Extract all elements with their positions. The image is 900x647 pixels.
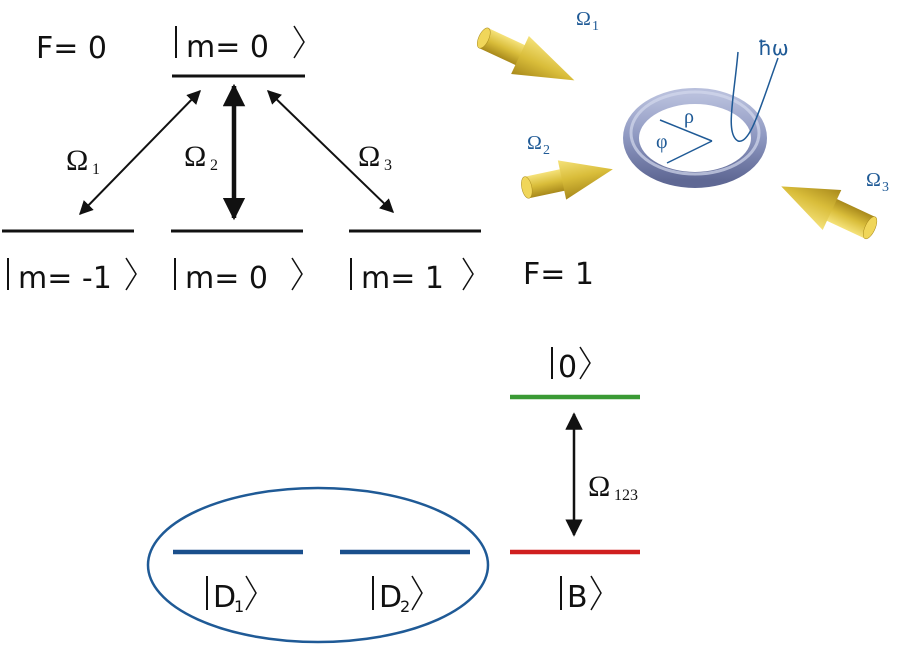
svg-text:Ω: Ω <box>66 144 88 177</box>
ket-dark-2: D 2 <box>372 575 423 616</box>
rho-line-2 <box>666 140 713 164</box>
ket-dark-2-text: D <box>379 580 402 615</box>
svg-text:2: 2 <box>210 157 218 174</box>
omega3-beam-label: Ω 3 <box>866 169 889 195</box>
omega1-label: Ω 1 <box>66 144 100 178</box>
hbar-omega-label: ħω <box>758 36 789 60</box>
ket-bright-text: B <box>567 580 588 615</box>
laser-beam-3 <box>781 186 878 240</box>
ket-zero: 0 <box>551 346 591 385</box>
svg-text:1: 1 <box>92 161 100 178</box>
bottom-level-scheme: 0 B D 1 D 2 Ω 123 <box>146 346 640 644</box>
rho-line-1 <box>659 119 713 142</box>
svg-text:2: 2 <box>400 597 410 616</box>
laser-beam-1 <box>477 27 575 81</box>
svg-text:3: 3 <box>384 157 392 174</box>
dark-states-ellipse <box>146 486 490 644</box>
omega2-label: Ω 2 <box>184 140 218 174</box>
transition-arrow-omega1 <box>79 89 201 216</box>
ket-lower-right: m= 1 <box>350 257 474 296</box>
svg-text:Ω: Ω <box>588 470 610 503</box>
transition-arrow-omega3 <box>266 90 395 213</box>
ket-lower-mid-text: m= 0 <box>185 261 268 296</box>
ket-lower-left: m= -1 <box>7 257 137 296</box>
omega3-label: Ω 3 <box>358 140 392 174</box>
ring-torus <box>623 88 767 188</box>
ket-upper: m= 0 <box>175 25 305 65</box>
ket-zero-text: 0 <box>558 350 577 385</box>
svg-text:Ω: Ω <box>866 169 881 191</box>
ket-dark-1-text: D <box>213 580 236 615</box>
ring-trap-setup: ρ φ ħω Ω 1 Ω 2 <box>477 8 889 240</box>
f-lower-label: F= 1 <box>523 257 594 292</box>
top-level-scheme: F= 0 m= 0 m= -1 m= 0 m= 1 F= 1 <box>2 25 594 296</box>
svg-text:Ω: Ω <box>576 8 591 30</box>
svg-text:3: 3 <box>882 180 889 195</box>
svg-text:2: 2 <box>543 143 550 158</box>
potential-curve <box>730 51 779 142</box>
svg-text:Ω: Ω <box>184 140 206 173</box>
laser-beam-2 <box>521 160 613 200</box>
ket-bright: B <box>560 575 602 615</box>
ket-lower-mid: m= 0 <box>174 257 303 296</box>
ket-dark-1: D 1 <box>206 575 257 616</box>
svg-text:1: 1 <box>592 19 599 34</box>
omega2-beam-label: Ω 2 <box>527 132 550 158</box>
svg-text:Ω: Ω <box>358 140 380 173</box>
omega1-beam-label: Ω 1 <box>576 8 599 34</box>
phi-label: φ <box>656 131 668 153</box>
svg-text:Ω: Ω <box>527 132 542 154</box>
ket-lower-right-text: m= 1 <box>361 261 444 296</box>
omega123-label: Ω 123 <box>588 470 638 504</box>
f-upper-label: F= 0 <box>36 31 107 66</box>
svg-text:123: 123 <box>614 487 638 504</box>
ket-lower-left-text: m= -1 <box>18 261 112 296</box>
svg-text:1: 1 <box>234 597 244 616</box>
rho-label: ρ <box>684 106 694 128</box>
ket-upper-text: m= 0 <box>186 30 269 65</box>
